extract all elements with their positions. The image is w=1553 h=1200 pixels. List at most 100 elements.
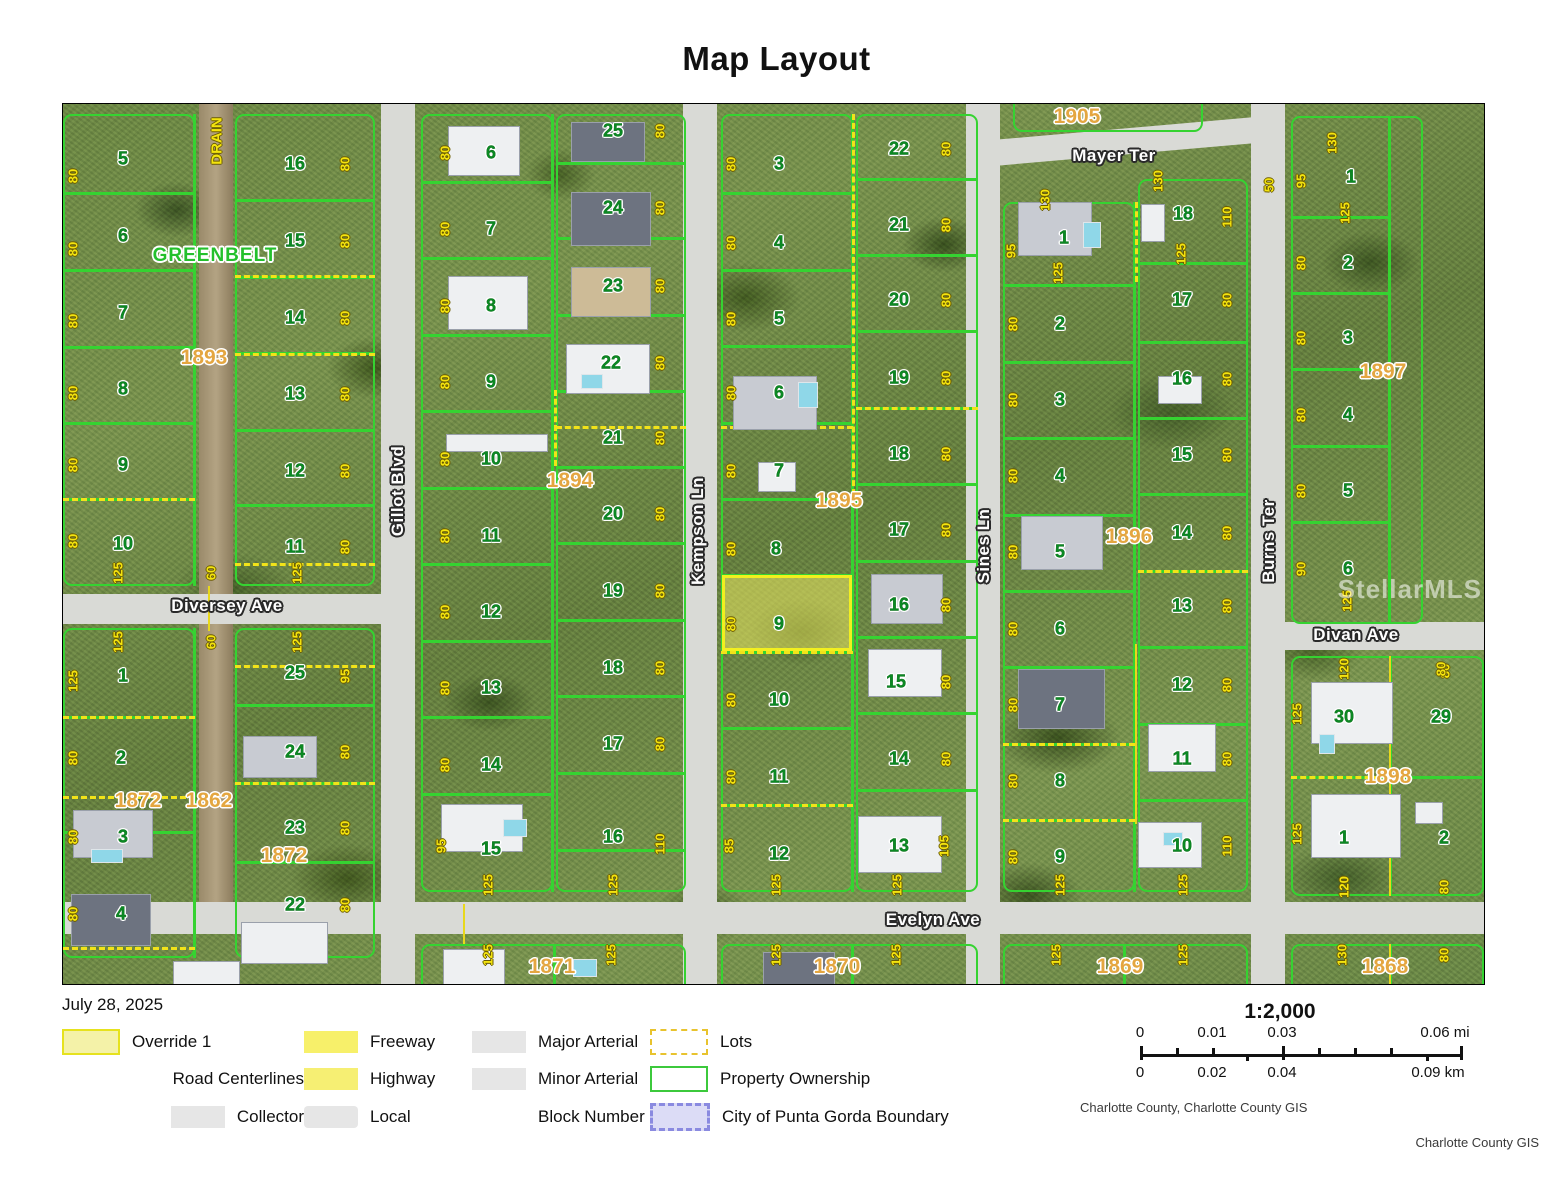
lot-divider	[421, 716, 553, 719]
lot-number: 20	[888, 289, 910, 310]
map-legend: July 28, 2025 Override 1 Freeway Major A…	[62, 995, 1022, 1131]
dimension-label: 80	[1219, 447, 1235, 463]
lot-divider	[1138, 341, 1248, 344]
dimension-label: 110	[1219, 206, 1235, 228]
dimension-label: 125	[1048, 944, 1064, 966]
dimension-label: 120	[1336, 658, 1352, 680]
lot-number: 4	[115, 903, 127, 924]
dimension-label: 80	[652, 506, 668, 522]
block-number: 1897	[1359, 360, 1407, 383]
lot-divider	[1133, 202, 1136, 892]
block-number: 1895	[815, 489, 863, 512]
lots-swatch	[650, 1029, 708, 1055]
swimming-pool	[1319, 734, 1335, 754]
building-footprint	[443, 949, 505, 984]
lot-number: 6	[1342, 558, 1354, 579]
lot-number: 6	[485, 142, 497, 163]
legend-label: Minor Arterial	[538, 1069, 639, 1088]
lot-number: 8	[1054, 770, 1066, 791]
subject-parcel-override-1[interactable]	[722, 575, 852, 651]
lot-number: 7	[117, 302, 129, 323]
lot-number: 22	[888, 138, 910, 159]
lot-number: 23	[284, 817, 306, 838]
lot-divider	[421, 257, 553, 260]
lot-divider	[421, 563, 553, 566]
dimension-label: 80	[723, 385, 739, 401]
lot-number: 6	[1054, 618, 1066, 639]
dimension-label: 80	[437, 451, 453, 467]
building-footprint	[871, 574, 943, 624]
legend-item-city-boundary: City of Punta Gorda Boundary	[650, 1103, 1022, 1131]
gis-credit: Charlotte County GIS	[1415, 1135, 1539, 1150]
dimension-label: 105	[936, 835, 952, 857]
legend-item-collector: Collector	[62, 1106, 304, 1128]
dimension-label: 80	[337, 156, 353, 172]
dimension-label: 125	[1050, 262, 1066, 284]
building-footprint	[1158, 376, 1202, 404]
block-outline-1896-east	[1138, 179, 1248, 892]
dimension-label: 125	[889, 874, 905, 896]
lot-centerline-dashed	[852, 114, 855, 504]
scale-tick	[1460, 1046, 1463, 1060]
lot-number: 12	[1171, 674, 1193, 695]
lot-number: 12	[480, 601, 502, 622]
scale-label: 0.03	[1267, 1024, 1297, 1041]
lot-divider	[235, 861, 375, 864]
lot-number: 6	[773, 382, 785, 403]
override-1-swatch	[62, 1029, 120, 1055]
scale-label: 0	[1135, 1064, 1145, 1081]
scale-credit: Charlotte County, Charlotte County GIS	[1080, 1100, 1308, 1115]
lot-number: 8	[117, 378, 129, 399]
lot-divider	[556, 466, 686, 469]
dimension-label: 80	[1005, 621, 1021, 637]
lot-centerline	[1135, 644, 1137, 824]
lot-number: 7	[485, 218, 497, 239]
legend-grid: Override 1 Freeway Major Arterial Lots R…	[62, 1029, 1022, 1131]
dimension-label: 80	[652, 200, 668, 216]
lot-divider	[1138, 646, 1248, 649]
dimension-label: 120	[1336, 876, 1352, 898]
lot-divider	[856, 789, 978, 792]
dimension-label: 80	[1005, 773, 1021, 789]
lot-centerline-dashed	[1135, 202, 1138, 282]
lot-number: 6	[117, 225, 129, 246]
lot-number: 3	[773, 153, 785, 174]
swimming-pool	[1083, 222, 1101, 248]
lot-divider	[556, 542, 686, 545]
lot-centerline-dashed	[235, 275, 375, 278]
lot-number: 16	[602, 826, 624, 847]
street-label: Diversey Ave	[171, 596, 283, 615]
lot-number: 21	[888, 214, 910, 235]
street-label: Divan Ave	[1313, 625, 1399, 644]
building-footprint	[758, 462, 796, 492]
lot-divider	[1123, 944, 1126, 984]
lot-divider	[551, 114, 554, 892]
lot-number: 17	[1171, 289, 1193, 310]
scale-tick	[1354, 1048, 1357, 1055]
lot-divider	[421, 410, 553, 413]
lot-divider	[721, 727, 853, 730]
dimension-label: 125	[480, 874, 496, 896]
lot-centerline	[1389, 656, 1391, 896]
lot-centerline-dashed	[235, 563, 375, 566]
building-footprint	[1018, 669, 1105, 729]
swimming-pool	[573, 959, 597, 977]
scale-label: 0.09 km	[1411, 1064, 1465, 1081]
lot-centerline-dashed	[63, 498, 195, 501]
legend-label: Major Arterial	[538, 1032, 639, 1051]
scale-tick	[1390, 1048, 1393, 1055]
dimension-label: 95	[1003, 243, 1019, 259]
dimension-label: 80	[938, 751, 954, 767]
lot-divider	[1138, 493, 1248, 496]
lot-divider	[1291, 368, 1388, 371]
dimension-label: 80	[1436, 879, 1452, 895]
greenbelt-label: GREENBELT	[152, 245, 278, 266]
scale-miles-labels: 0 0.01 0.03 0.06 mi	[1060, 1024, 1530, 1044]
lot-number: 3	[1054, 389, 1066, 410]
lot-number: 7	[773, 460, 785, 481]
block-number: 1872	[114, 789, 162, 812]
legend-item-highway: Highway	[304, 1068, 472, 1090]
lot-divider	[421, 487, 553, 490]
lot-divider	[235, 504, 375, 507]
